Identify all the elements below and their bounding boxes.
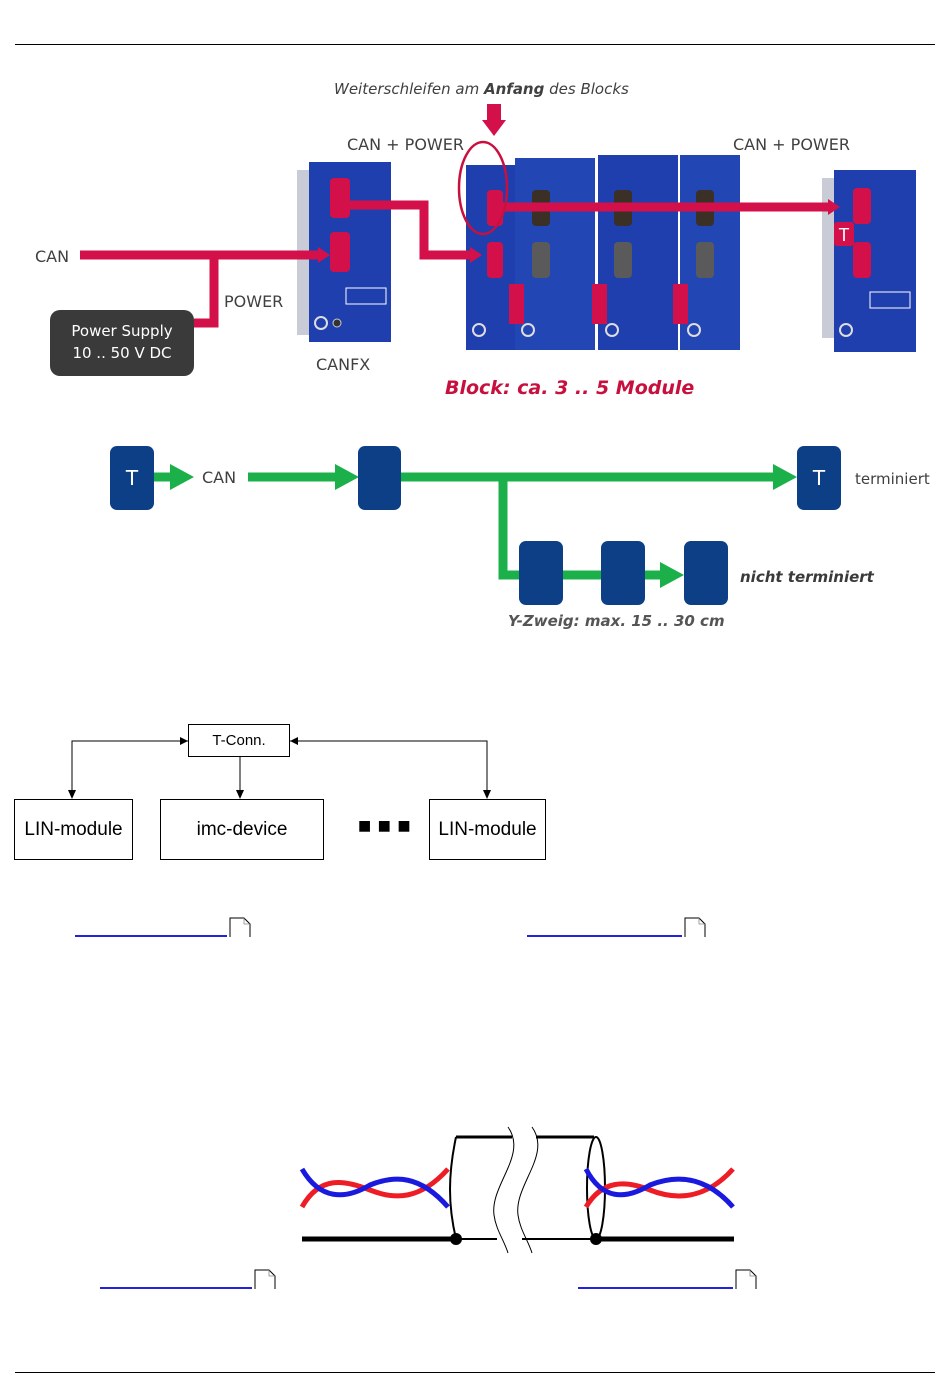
- t-connector-box: T-Conn.: [188, 724, 290, 757]
- ellipsis: ■ ■ ■: [358, 818, 412, 834]
- ground-node-right: [590, 1233, 602, 1245]
- link-underline[interactable]: [527, 935, 682, 937]
- figure-twisted-pair-shield: [290, 1125, 750, 1255]
- link-underline[interactable]: [75, 935, 227, 937]
- page-reference-icon[interactable]: [684, 917, 706, 937]
- cross-reference-link-4[interactable]: [578, 1267, 763, 1289]
- cross-reference-link-3[interactable]: [100, 1267, 280, 1289]
- footer-rule: [15, 1372, 935, 1373]
- figure3-connectors: [0, 0, 950, 870]
- cross-reference-link-2[interactable]: [527, 915, 712, 937]
- lin-module-box-2: LIN-module: [429, 799, 546, 860]
- link-underline[interactable]: [578, 1287, 733, 1289]
- imc-device-box: imc-device: [160, 799, 324, 860]
- ground-node-left: [450, 1233, 462, 1245]
- page-reference-icon[interactable]: [229, 917, 251, 937]
- page-reference-icon[interactable]: [735, 1269, 757, 1289]
- cross-reference-link-1[interactable]: [75, 915, 255, 937]
- lin-module-box-1: LIN-module: [14, 799, 133, 860]
- link-underline[interactable]: [100, 1287, 252, 1289]
- page-reference-icon[interactable]: [254, 1269, 276, 1289]
